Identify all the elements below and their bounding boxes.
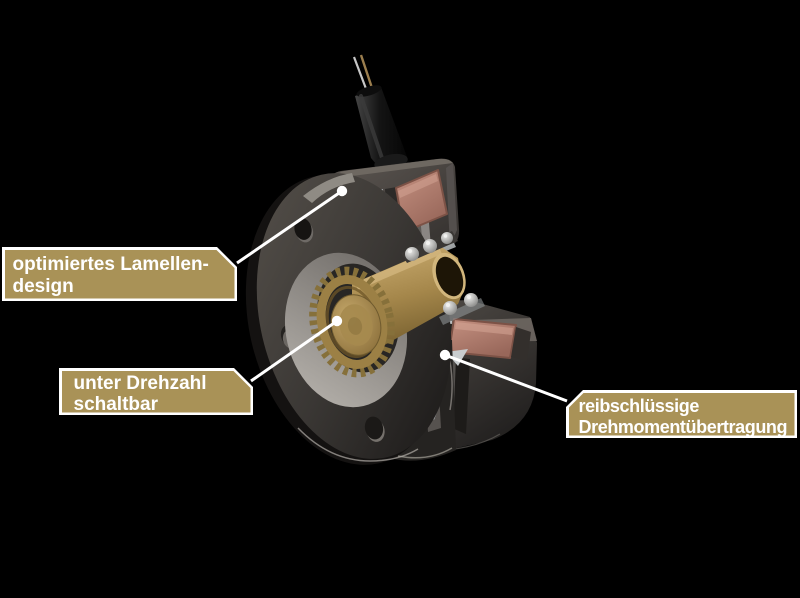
bearings-group [401, 231, 485, 325]
ball-spec [408, 249, 412, 253]
gear-teeth [309, 266, 395, 378]
leader-dot-reibschluss [439, 349, 451, 361]
hub-core [347, 317, 363, 335]
ball-spec [443, 234, 448, 238]
callout-reibschluss: reibschlüssige Drehmomentübertragung [566, 390, 797, 438]
leader-lines [236, 185, 568, 403]
disc-bottom-highlight [297, 427, 419, 462]
rotor-slot [452, 357, 470, 434]
ball-spec [446, 303, 450, 307]
leader-dot-lamellen [336, 185, 348, 197]
gear-hub-group [309, 266, 395, 378]
ball-spec [426, 241, 430, 245]
sleeve-highlight [355, 247, 442, 290]
callout-unter-drehzahl-body: unter Drehzahl schaltbar [62, 371, 251, 413]
leader-dot-drehzahl [331, 315, 343, 327]
ball-spec [467, 295, 471, 299]
cable-top-cap [356, 85, 382, 97]
cable-sleeve [355, 87, 409, 171]
callout-label-line: reibschlüssige [578, 395, 700, 416]
cable-sheen [359, 94, 385, 163]
sleeve-bore [435, 256, 464, 297]
rotor-inner-dark [511, 327, 531, 361]
bearing-ball [423, 239, 437, 253]
bolt-hole-top [294, 218, 312, 240]
callout-lamellen-design: optimiertes Lamellen- design [2, 247, 237, 301]
gear-ring [316, 275, 388, 369]
bearing-ball [405, 247, 419, 261]
leader-line-lamellen [236, 189, 343, 265]
leader-line-reibschluss [444, 353, 568, 403]
callout-unter-drehzahl: unter Drehzahl schaltbar [59, 368, 253, 415]
housing-right-face [446, 163, 457, 246]
bolt-hole-bottom [364, 416, 384, 440]
disc-top-highlight [303, 173, 355, 203]
drum-bottom-light [397, 447, 453, 459]
callout-reibschluss-body: reibschlüssige Drehmomentübertragung [568, 392, 795, 437]
bearing-ball [441, 232, 453, 244]
callout-label-line: optimiertes Lamellen- [12, 253, 209, 275]
coil-upper-highlight [398, 174, 438, 198]
wire-tan [359, 54, 375, 92]
callout-label-line: Drehmomentübertragung [578, 416, 788, 437]
callout-lamellen-design-body: optimiertes Lamellen- design [5, 250, 235, 299]
housing-top-bevel [333, 158, 453, 186]
bearing-ball [464, 293, 478, 307]
bearing-ball [443, 301, 457, 315]
callout-label-line: unter Drehzahl [73, 372, 207, 394]
leader-line-drehzahl [250, 319, 338, 383]
callout-label-line: schaltbar [73, 393, 158, 415]
coil-lower-highlight [455, 322, 513, 335]
callout-label-line: design [12, 275, 74, 297]
connection-cable [352, 54, 409, 171]
